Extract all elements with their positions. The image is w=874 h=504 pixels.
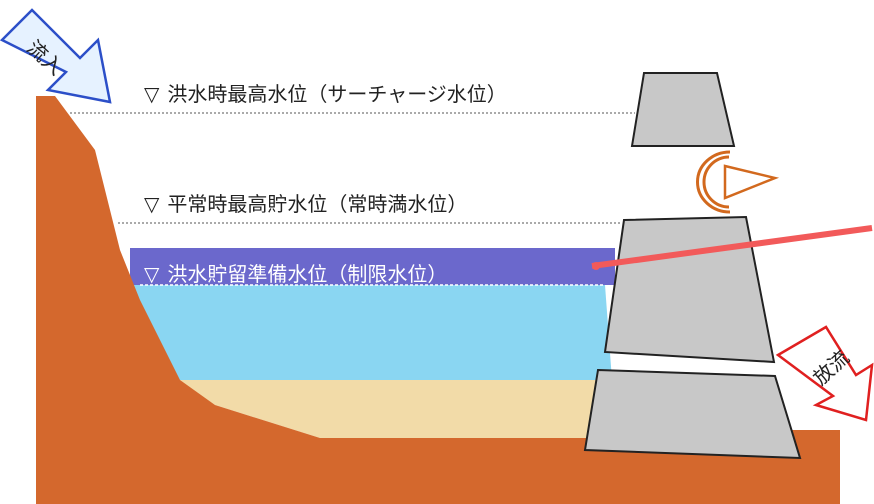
triangle-down-icon: ▽ bbox=[144, 262, 160, 286]
pointer-dot bbox=[592, 262, 600, 270]
triangle-down-icon: ▽ bbox=[144, 82, 160, 106]
radial-gate-icon bbox=[696, 150, 780, 214]
flood-control-level-label: ▽洪水貯留準備水位（制限水位） bbox=[144, 262, 448, 286]
reservoir-water bbox=[110, 285, 612, 380]
dam-bottom-block bbox=[583, 368, 802, 460]
surcharge-level-label: ▽洪水時最高水位（サーチャージ水位） bbox=[144, 82, 507, 106]
sediment-layer bbox=[175, 380, 600, 438]
triangle-down-icon: ▽ bbox=[144, 192, 160, 216]
normal-level-label: ▽平常時最高貯水位（常時満水位） bbox=[144, 192, 468, 216]
dam-middle-block bbox=[603, 215, 776, 364]
dam-crest-block bbox=[630, 72, 736, 147]
flood-control-band bbox=[130, 248, 615, 285]
arrow-down-right-icon bbox=[775, 325, 874, 422]
ground-terrain bbox=[36, 96, 840, 504]
flood-level-pointer bbox=[591, 225, 873, 269]
arrow-down-right-icon bbox=[0, 8, 112, 104]
